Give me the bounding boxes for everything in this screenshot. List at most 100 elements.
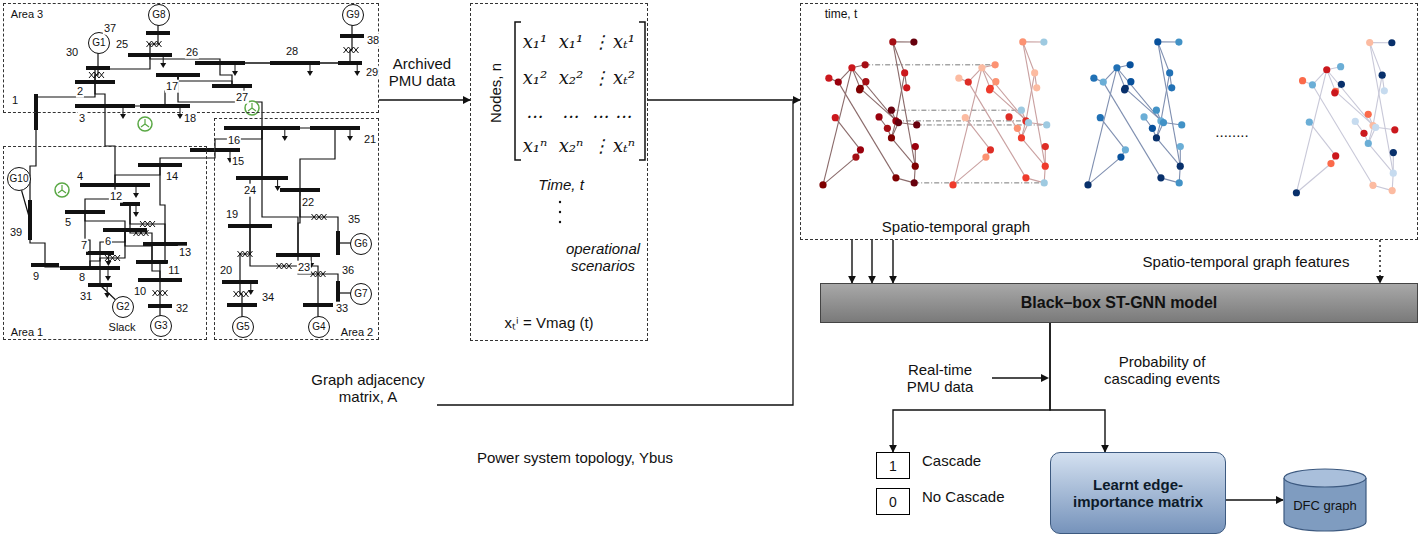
graph-edge <box>1088 68 1117 185</box>
matrix-cell: x₂² <box>559 68 584 89</box>
bus-number: 30 <box>65 46 79 59</box>
graph-vertex <box>1332 152 1339 159</box>
load-arrow <box>136 185 137 194</box>
load-arrow <box>136 204 137 213</box>
matrix-cell: x₂ⁿ <box>559 136 584 157</box>
renewable-symbol <box>141 119 149 127</box>
graph-vertex <box>901 69 908 76</box>
annotation: Probability of cascading events <box>1100 353 1225 388</box>
renewable-symbol <box>138 117 152 131</box>
time-link <box>914 182 1044 183</box>
load-arrow <box>357 63 358 72</box>
graph-vertex <box>1372 124 1379 131</box>
load-arrow <box>107 285 108 294</box>
bus-number: 17 <box>165 80 179 93</box>
graph-vertex <box>895 119 902 126</box>
graph-vertex <box>1018 107 1025 114</box>
graph-vertex <box>1365 140 1372 147</box>
transformer-symbol <box>311 271 316 277</box>
graph-vertex <box>1366 39 1373 46</box>
area-region: Area 2G6G7G5G4 <box>214 118 379 340</box>
output-box: 1 <box>876 452 910 479</box>
bus-number: 32 <box>175 302 189 315</box>
realtime-input-line <box>992 377 1043 378</box>
matrix-cell: xₜⁿ <box>613 136 635 157</box>
graph-vertex <box>1041 179 1048 186</box>
graph-vertex <box>1117 153 1124 160</box>
graph-vertex <box>949 181 956 188</box>
graph-vertex <box>1391 126 1398 133</box>
cylinder-top <box>1284 469 1366 487</box>
renewable-symbol <box>58 185 66 193</box>
connector-arrow <box>379 99 470 100</box>
connector-arrow <box>648 99 800 100</box>
graph-edge <box>1161 73 1170 121</box>
matrix-cell: ... <box>592 102 609 123</box>
transmission-line <box>130 204 152 262</box>
bus-bar <box>148 304 172 308</box>
node-text: 0 <box>889 493 897 509</box>
bus-number: 13 <box>178 246 192 259</box>
bus-number: 29 <box>365 66 379 79</box>
bus-number: 14 <box>165 170 179 183</box>
connector-arrow <box>892 240 893 283</box>
load-arrow <box>275 186 281 191</box>
graph-edge <box>1125 88 1163 122</box>
annotation: Power system topology, Ybus <box>477 449 673 466</box>
graph-vertex <box>955 75 962 82</box>
generator-circle: G5 <box>232 316 254 338</box>
graph-vertex <box>1352 118 1359 125</box>
bus-number: 15 <box>231 155 245 168</box>
node-text: G8 <box>152 9 165 21</box>
load-arrow <box>163 55 164 64</box>
graph-vertex <box>910 38 917 45</box>
graph-vertex <box>1390 170 1397 177</box>
graph-edge <box>1296 164 1331 193</box>
bus-number: 2 <box>76 85 84 98</box>
transformer-symbol <box>243 251 248 257</box>
matrix-cell: ⋮ <box>592 136 610 157</box>
bus-bar <box>276 253 320 257</box>
graph-vertex <box>857 146 864 153</box>
pmu-matrix-panel: Nodes, nTime, toperational scenariosxₜⁱ … <box>470 3 648 341</box>
connector-arrow <box>871 240 872 283</box>
graph-edge <box>1370 43 1394 174</box>
graph-vertex <box>1127 61 1134 68</box>
load-arrow <box>108 253 109 262</box>
bus-bar <box>340 34 364 38</box>
graph-edge <box>965 118 990 150</box>
load-arrow <box>108 268 109 277</box>
graph-vertex <box>1323 66 1330 73</box>
graph-vertex <box>1005 113 1012 120</box>
graph-vertex <box>1153 107 1160 114</box>
edge-label: Archived PMU data <box>382 55 462 90</box>
graph-vertex <box>1042 163 1049 170</box>
bus-bar <box>228 224 272 228</box>
graph-vertex <box>1019 38 1026 45</box>
graph-edge <box>968 82 1026 178</box>
load-arrow <box>133 212 139 217</box>
graph-vertex <box>1121 86 1128 93</box>
graph-vertex <box>1127 78 1134 85</box>
graph-vertex <box>1025 119 1032 126</box>
transformer-symbol <box>99 72 104 78</box>
transformer-symbol <box>158 290 163 296</box>
transformer-symbol <box>152 41 157 47</box>
node-text: Time, t <box>538 176 584 193</box>
ellipsis-dot <box>559 211 561 213</box>
graph-edge <box>1103 82 1161 178</box>
graph-edge <box>1296 70 1326 193</box>
transformer-symbol <box>140 221 145 227</box>
graph-vertex <box>852 153 859 160</box>
node-text: G3 <box>154 320 167 332</box>
graph-vertex <box>1168 84 1175 91</box>
graph-vertex <box>888 107 895 114</box>
graph-vertex <box>1390 149 1397 156</box>
graph-vertex <box>862 61 869 68</box>
node-text: G9 <box>346 9 359 21</box>
transmission-line <box>115 165 160 185</box>
time-link <box>865 64 995 65</box>
load-arrow <box>250 282 251 291</box>
transmission-line <box>240 226 250 282</box>
load-arrow <box>248 290 254 295</box>
